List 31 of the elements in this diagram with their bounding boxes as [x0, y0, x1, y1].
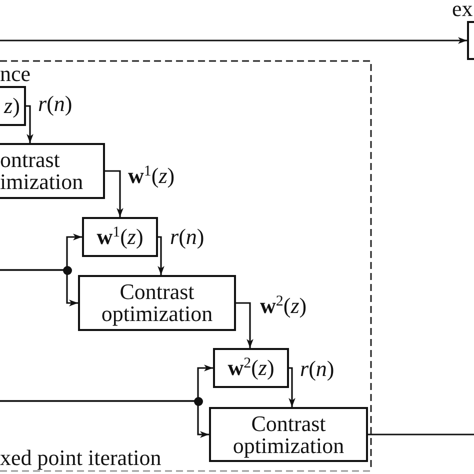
- process-box: [0, 143, 105, 199]
- output-box: [467, 21, 474, 60]
- arrow: [0, 37, 467, 44]
- node-label: z): [4, 95, 20, 117]
- node-label: Contrast optimization: [232, 412, 346, 456]
- node-caption: nce: [0, 63, 31, 85]
- dashed-region: [0, 60, 372, 472]
- filter-box: [82, 217, 158, 257]
- arrow: [105, 170, 124, 217]
- edge-label: w$^{1}$(z): [128, 165, 175, 187]
- edge-label: w$^{2}$(z): [260, 295, 307, 317]
- node-label: w$^{2}$(z): [228, 357, 274, 379]
- process-box: [209, 407, 368, 462]
- edge-label: r(n): [300, 358, 334, 380]
- arrow: [0, 400, 209, 438]
- arrow: [26, 105, 34, 143]
- node-label: Contrast optimization: [100, 281, 214, 325]
- node-label: ontrast imization: [0, 149, 84, 193]
- filter-box: [0, 86, 26, 126]
- arrow: [236, 302, 254, 348]
- edge-label: r(n): [38, 93, 72, 115]
- edge-label: r(n): [170, 226, 204, 248]
- node-label: w$^{1}$(z): [96, 226, 144, 248]
- filter-box: [213, 348, 289, 388]
- arrow: [288, 367, 296, 407]
- arrow: [158, 236, 164, 275]
- process-box: [78, 275, 236, 331]
- connector-line: [368, 434, 474, 436]
- node-caption: ex: [452, 0, 473, 20]
- region-label: xed point iteration: [0, 447, 162, 469]
- arrow: [0, 269, 78, 306]
